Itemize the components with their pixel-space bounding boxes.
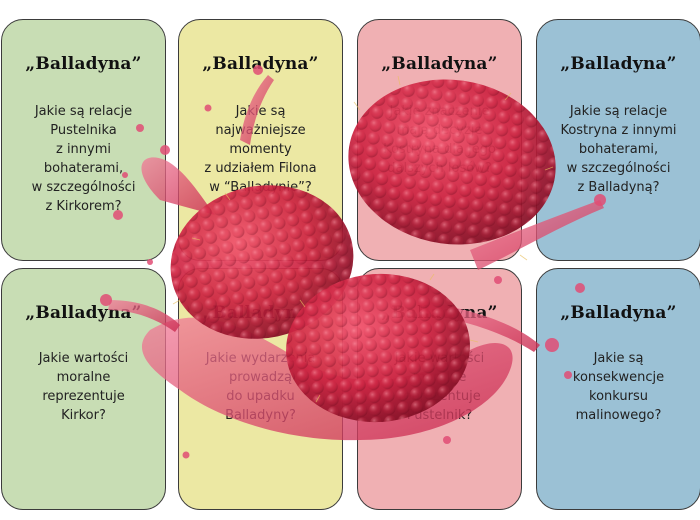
card-kostryn-relations: „Balladyna” Jakie są relacje Kostryna z … xyxy=(536,19,700,261)
card-question: Jakie są relacje Pustelnika z innymi boh… xyxy=(31,104,136,214)
card-question: Jakie są konsekwencje konkursu malinoweg… xyxy=(572,351,665,423)
card-pustelnik-values: „Balladyna” Jakie wartości moralne repre… xyxy=(357,268,522,510)
card-title: „Balladyna” xyxy=(381,54,498,74)
card-pustelnik-relations: „Balladyna” Jakie są relacje Pustelnika … xyxy=(1,19,166,261)
card-title: „Balladyna” xyxy=(25,54,142,74)
card-question: Jakie wydarzenia prowadzą do upadku Ball… xyxy=(205,351,316,423)
card-question: Jakie wartości moralne reprezentuje Pust… xyxy=(394,351,485,423)
card-kostryn-decisions: „Balladyna” Jakie znaczenie mają decyzje… xyxy=(357,19,522,261)
card-title: „Balladyna” xyxy=(202,54,319,74)
card-title: „Balladyna” xyxy=(560,303,677,323)
card-filon-moments: „Balladyna” Jakie są najważniejsze momen… xyxy=(178,19,343,261)
card-title: „Balladyna” xyxy=(381,303,498,323)
card-balladyna-downfall: „Balladyna” Jakie wydarzenia prowadzą do… xyxy=(178,268,343,510)
card-title: „Balladyna” xyxy=(25,303,142,323)
juice-droplets xyxy=(100,65,606,459)
card-question: Jakie znaczenie mają decyzje Kostryna dl… xyxy=(383,104,496,176)
card-title: „Balladyna” xyxy=(560,54,677,74)
card-title: „Balladyna” xyxy=(202,303,319,323)
card-question: Jakie są najważniejsze momenty z udziałe… xyxy=(204,104,317,195)
card-raspberry-contest: „Balladyna” Jakie są konsekwencje konkur… xyxy=(536,268,700,510)
card-question: Jakie wartości moralne reprezentuje Kirk… xyxy=(38,351,129,423)
card-kirkor-values: „Balladyna” Jakie wartości moralne repre… xyxy=(1,268,166,510)
card-question: Jakie są relacje Kostryna z innymi bohat… xyxy=(560,104,677,195)
